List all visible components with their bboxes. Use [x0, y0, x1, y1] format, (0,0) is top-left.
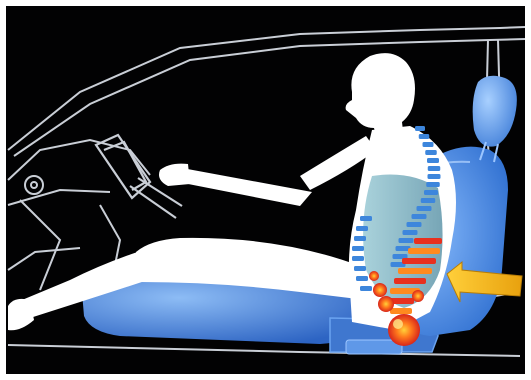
heat-bar [398, 268, 432, 274]
vertebra [399, 238, 414, 243]
vertebra [423, 142, 434, 147]
vertebra [354, 266, 366, 271]
vertebra [356, 276, 368, 281]
heat-bar [402, 258, 436, 264]
vertebra [426, 182, 440, 187]
heat-spot [378, 296, 394, 312]
vertebra [412, 214, 427, 219]
heat-spot [373, 283, 387, 297]
vertebra [421, 198, 436, 203]
vertebra [427, 158, 439, 163]
pelvis-pressure-hotspot [388, 314, 420, 346]
vertebra [424, 190, 438, 195]
heat-bar [408, 248, 440, 254]
vertebra [419, 134, 430, 139]
vertebra [354, 236, 366, 241]
vertebra [352, 256, 364, 261]
vertebra [403, 230, 418, 235]
heat-spot [369, 271, 379, 281]
vertebra [352, 246, 364, 251]
vertebra [356, 226, 368, 231]
heat-spot [412, 290, 424, 302]
vertebra [425, 150, 437, 155]
vertebra [360, 216, 372, 221]
heat-bar [414, 238, 442, 244]
pelvis-hotspot-glint [393, 319, 403, 329]
vertebra [407, 222, 422, 227]
vertebra [417, 206, 432, 211]
heat-bar [390, 308, 412, 314]
vertebra [428, 166, 441, 171]
vertebra [360, 286, 372, 291]
heat-bar [394, 278, 426, 284]
vertebra [415, 126, 425, 131]
vertebra [428, 174, 441, 179]
